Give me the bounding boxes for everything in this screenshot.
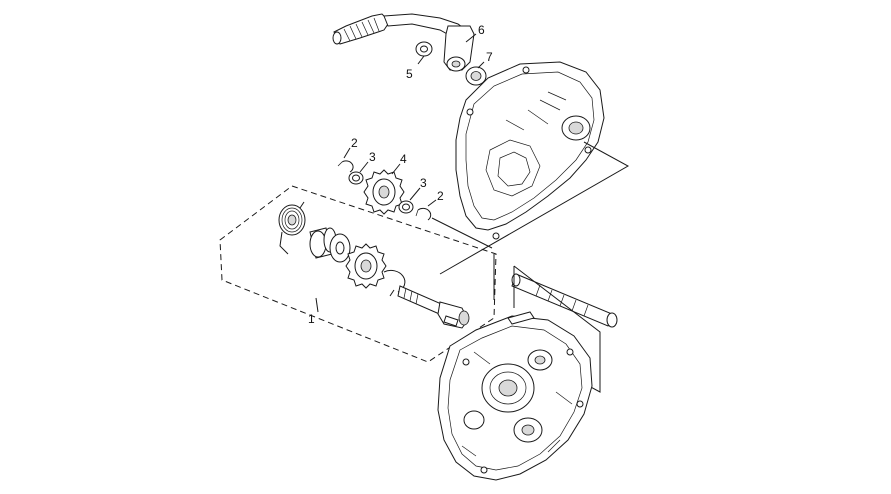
- washer-3a-icon: [348, 171, 364, 185]
- callout-2a: 2: [351, 136, 358, 150]
- callout-3a: 3: [369, 150, 376, 164]
- callout-7: 7: [486, 50, 493, 64]
- washer-5-icon: [415, 41, 433, 57]
- spring-icon: [278, 201, 306, 255]
- callout-3b: 3: [420, 176, 427, 190]
- callout-6: 6: [478, 23, 485, 37]
- callout-5: 5: [406, 67, 413, 81]
- washer-3b-icon: [398, 200, 414, 214]
- callout-4: 4: [400, 152, 407, 166]
- kickstart-lever-icon: [332, 13, 475, 72]
- callout-2b: 2: [437, 189, 444, 203]
- seal-7-icon: [465, 66, 487, 86]
- callout-1: 1: [308, 312, 315, 326]
- circlip-2b-icon: [415, 207, 432, 221]
- kick-gear-icon: [345, 243, 387, 289]
- gear-icon: [363, 169, 405, 215]
- washer-large-icon: [329, 233, 351, 263]
- circlip-2a-icon: [337, 160, 354, 173]
- crankcase-icon: [437, 311, 593, 481]
- shaft-icon: [397, 285, 470, 329]
- crankcase-cover-icon: [455, 61, 605, 240]
